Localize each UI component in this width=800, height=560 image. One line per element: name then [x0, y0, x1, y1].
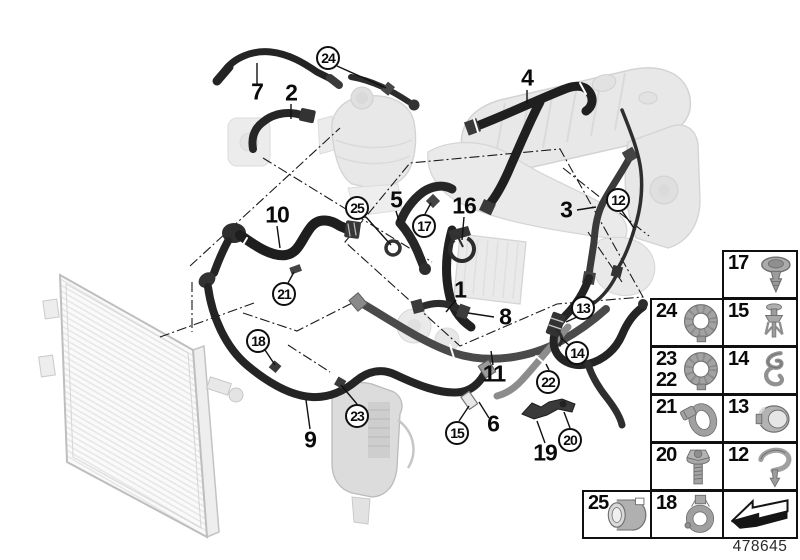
callout-circled-15[interactable]: 15	[445, 421, 469, 445]
legend-cell-number: 25	[588, 492, 609, 514]
legend-cell-15[interactable]: 15	[722, 298, 798, 347]
callout-7[interactable]: 7	[251, 78, 264, 105]
profile-clamp-icon	[753, 396, 795, 441]
legend-cell-13[interactable]: 13	[722, 394, 798, 443]
hose-5	[395, 181, 457, 275]
legend-cell-12[interactable]: 12	[722, 442, 798, 491]
hook-clip-icon	[753, 444, 795, 489]
continuation-arrow-icon	[727, 494, 793, 536]
callout-3[interactable]: 3	[560, 196, 573, 223]
legend-cell-number: 20	[656, 444, 677, 466]
ghost-components	[38, 67, 701, 539]
legend-cell-18[interactable]: 18	[650, 490, 724, 539]
legend-cell-number: 14	[728, 348, 749, 370]
diagram-number: 478645	[732, 538, 788, 555]
callout-circled-22[interactable]: 22	[536, 370, 560, 394]
sleeve-clamp-icon	[607, 492, 649, 537]
legend-cell-number: 18	[656, 492, 677, 514]
screw-20	[559, 400, 567, 408]
legend-cell-number: 15	[728, 300, 749, 322]
legend-cell-24[interactable]: 24	[650, 298, 724, 347]
callout-circled-17[interactable]: 17	[412, 214, 436, 238]
hose-4	[463, 81, 597, 216]
hose-clamp-icon	[679, 348, 721, 393]
callout-circled-18[interactable]: 18	[246, 329, 270, 353]
legend-cell-14[interactable]: 14	[722, 346, 798, 395]
hose-11	[348, 292, 610, 363]
legend-cell-number: 12	[728, 444, 749, 466]
callout-circled-13[interactable]: 13	[571, 296, 595, 320]
hose-8	[410, 298, 471, 320]
clamp-21	[289, 264, 303, 275]
callout-6[interactable]: 6	[487, 410, 500, 437]
sleeve-25	[384, 239, 402, 257]
bracket-19	[521, 398, 576, 420]
spring-clip-icon	[753, 348, 795, 393]
clamp-17	[425, 193, 441, 209]
clamp-18	[268, 360, 282, 374]
clamp-16	[448, 226, 476, 263]
legend-cell-20[interactable]: 20	[650, 442, 724, 491]
callout-circled-25[interactable]: 25	[345, 196, 369, 220]
callout-9[interactable]: 9	[304, 426, 317, 453]
legend-cell-21[interactable]: 21	[650, 394, 724, 443]
bracket-clamp-icon	[679, 492, 721, 537]
clamp-23	[334, 376, 347, 389]
hose-10	[198, 215, 361, 288]
callout-10[interactable]: 10	[265, 201, 290, 228]
callout-circled-12[interactable]: 12	[606, 188, 630, 212]
callout-11[interactable]: 11	[482, 360, 506, 387]
coolant-canister	[331, 381, 415, 525]
hose-2	[248, 108, 316, 153]
callout-circled-14[interactable]: 14	[565, 341, 589, 365]
legend-cell-number: 13	[728, 396, 749, 418]
callout-2[interactable]: 2	[285, 79, 298, 106]
hose-9-6	[204, 283, 497, 411]
hoses	[198, 48, 648, 429]
legend-cell-number: 24	[656, 300, 677, 322]
legend-cell-number: 21	[656, 396, 677, 418]
flange-screw-icon	[679, 444, 721, 489]
screw-clamp-icon	[679, 396, 721, 441]
callout-5[interactable]: 5	[390, 186, 403, 213]
callout-4[interactable]: 4	[521, 64, 534, 91]
callout-8[interactable]: 8	[499, 303, 512, 330]
legend-cell-17[interactable]: 17	[722, 250, 798, 299]
fasteners-in-drawing	[268, 193, 576, 420]
legend-cell-arrow[interactable]	[722, 490, 798, 539]
callout-circled-24[interactable]: 24	[316, 46, 340, 70]
legend-cell-number: 17	[728, 252, 749, 274]
clip-14	[555, 328, 564, 347]
expansion-rivet-icon	[753, 300, 795, 345]
callout-16[interactable]: 16	[452, 192, 477, 219]
callout-circled-23[interactable]: 23	[345, 404, 369, 428]
callout-1[interactable]: 1	[454, 276, 467, 303]
radiator	[38, 273, 244, 539]
hose-loop-13-14	[545, 274, 648, 429]
legend-cell-25[interactable]: 25	[582, 490, 652, 539]
push-rivet-icon	[753, 252, 795, 297]
hose-7	[212, 48, 343, 89]
callout-19[interactable]: 19	[533, 439, 558, 466]
hose-clamp-icon	[679, 300, 721, 345]
callout-circled-20[interactable]: 20	[558, 428, 582, 452]
callout-circled-21[interactable]: 21	[272, 282, 296, 306]
pipe-12	[592, 108, 644, 305]
